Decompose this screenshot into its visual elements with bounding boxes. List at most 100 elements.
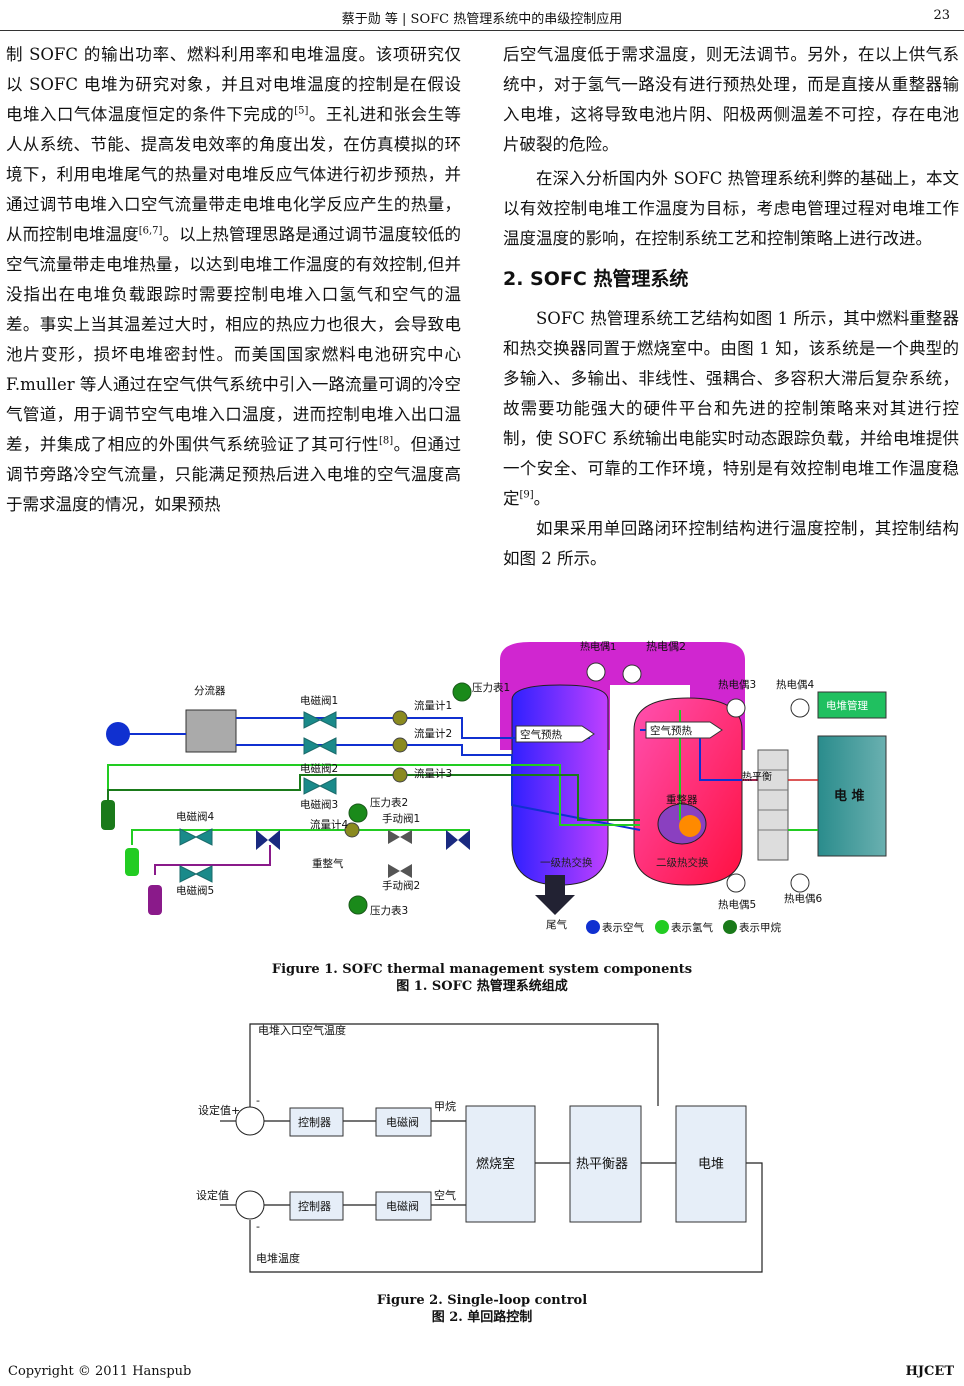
label-tc4: 热电偶4 (776, 678, 814, 691)
label-splitter: 分流器 (194, 684, 226, 697)
label-heat-balance: 热平衡 (742, 770, 772, 783)
label-heat-balancer: 热平衡器 (576, 1157, 628, 1172)
footer-journal: HJCET (905, 1364, 954, 1379)
label-tc5: 热电偶5 (718, 898, 756, 911)
fig2-lines (220, 1023, 763, 1273)
label-tc6: 热电偶6 (784, 892, 822, 905)
footer-copyright: Copyright © 2011 Hanspub (8, 1364, 192, 1379)
label-controller2: 控制器 (298, 1199, 331, 1213)
label-legend-h2: 表示氢气 (671, 921, 713, 934)
text: 制 SOFC 的输出功率、燃料利用率和电堆温度。该项研究仅以 SOFC 电堆为研… (6, 45, 461, 124)
label-stack-mgmt: 电堆管理 (826, 699, 868, 712)
running-title: 蔡于勋 等 | SOFC 热管理系统中的串级控制应用 (341, 12, 623, 27)
header-rule (0, 30, 964, 31)
figure2-caption-en: Figure 2. Single-loop control (376, 1293, 588, 1308)
label-hx2: 二级热交换 (656, 856, 709, 869)
label-exhaust: 尾气 (546, 918, 567, 931)
stack-management-box (817, 691, 887, 719)
preheat-boxes (515, 721, 723, 743)
label-controller1: 控制器 (298, 1115, 331, 1129)
citation: [5] (294, 105, 309, 117)
label-tc1: 热电偶1 (580, 640, 616, 653)
label-combustor: 燃烧室 (476, 1156, 515, 1172)
stack-box (817, 735, 887, 857)
label-flow3: 流量计3 (414, 767, 452, 780)
label-reform-gas: 重整气 (312, 857, 344, 870)
text: 。以上热管理思路是通过调节温度较低的空气流量带走电堆热量，以达到电堆工作温度的有… (6, 225, 462, 454)
paragraph: 后空气温度低于需求温度，则无法调节。另外，在以上供气系统中，对于氢气一路没有进行… (503, 45, 959, 154)
legend-h2-dot (655, 920, 669, 934)
label-flow2: 流量计2 (414, 727, 452, 740)
figure2-diagram: 电堆入口空气温度 电堆温度 设定值+ 设定值 - - 控制器 电磁阀 控制器 电… (196, 1023, 763, 1273)
purple-pipe (154, 845, 271, 875)
label-tc2: 热电偶2 (646, 640, 686, 653)
exhaust-arrow (535, 875, 575, 915)
label-tc3: 热电偶3 (718, 678, 756, 691)
hx2-vessel (633, 697, 743, 886)
label-hx1: 一级热交换 (540, 856, 593, 869)
label-manual2: 手动阀2 (382, 879, 420, 892)
citation: [6,7] (138, 225, 163, 237)
figure1-caption-cn: 图 1. SOFC 热管理系统组成 (396, 979, 568, 994)
label-press3: 压力表3 (370, 904, 408, 917)
air-blower-icon (106, 722, 130, 746)
paragraph: 制 SOFC 的输出功率、燃料利用率和电堆温度。该项研究仅以 SOFC 电堆为研… (6, 40, 461, 520)
label-press2: 压力表2 (370, 796, 408, 809)
label-valve2: 电磁阀2 (300, 762, 338, 775)
legend-ch4-dot (723, 920, 737, 934)
burner-flame (679, 815, 701, 837)
label-setpoint2: 设定值 (196, 1188, 229, 1202)
label-valve3: 电磁阀3 (300, 798, 338, 811)
figure2-caption-cn: 图 2. 单回路控制 (431, 1310, 533, 1325)
label-air-preheat-b: 空气预热 (650, 724, 692, 737)
citation: [8] (379, 435, 394, 447)
legend-air-dot (586, 920, 600, 934)
label-valve1: 电磁阀 (386, 1115, 419, 1129)
hydrogen-cylinder-icon (125, 848, 139, 876)
label-valve5: 电磁阀5 (176, 884, 214, 897)
label-valve4: 电磁阀4 (176, 810, 214, 823)
valve-icons (179, 711, 337, 883)
text: 。 (533, 489, 551, 508)
label-legend-air: 表示空气 (602, 921, 644, 934)
right-column: 后空气温度低于需求温度，则无法调节。另外，在以上供气系统中，对于氢气一路没有进行… (503, 40, 959, 574)
text: 。王礼进和张会生等人从系统、节能、提高发电效率的角度出发，在仿真模拟的环境下，利… (6, 105, 462, 244)
label-legend-ch4: 表示甲烷 (739, 921, 781, 934)
label-press1: 压力表1 (472, 681, 510, 694)
label-flow4: 流量计4 (310, 818, 348, 831)
purple-cylinder-icon (148, 885, 162, 915)
paragraph: 在深入分析国内外 SOFC 热管理系统利弊的基础上，本文以有效控制电堆工作温度为… (503, 169, 959, 248)
label-valve1: 电磁阀1 (300, 694, 338, 707)
label-minus-bottom: - (256, 1220, 260, 1233)
left-column: 制 SOFC 的输出功率、燃料利用率和电堆温度。该项研究仅以 SOFC 电堆为研… (6, 40, 461, 520)
sum-junction-top (235, 1106, 265, 1136)
label-reformer: 重整器 (666, 793, 698, 806)
paragraph: 如果采用单回路闭环控制结构进行温度控制，其控制结构如图 2 所示。 (503, 519, 959, 568)
paragraph: SOFC 热管理系统工艺结构如图 1 所示，其中燃料重整器和热交换器同置于燃烧室… (503, 304, 959, 514)
label-stack: 电堆 (698, 1157, 724, 1172)
heat-balance-lines (758, 769, 788, 831)
label-manual1: 手动阀1 (382, 812, 420, 825)
methane-cylinder-icon (101, 800, 115, 830)
section-heading: 2. SOFC 热管理系统 (503, 268, 689, 290)
label-air: 空气 (434, 1188, 456, 1202)
methane-pipes (107, 774, 640, 821)
text: SOFC 热管理系统工艺结构如图 1 所示，其中燃料重整器和热交换器同置于燃烧室… (503, 309, 959, 508)
heat-balance-box (757, 749, 789, 861)
citation: [9] (519, 489, 534, 501)
label-minus-top: - (256, 1094, 260, 1107)
label-flow1: 流量计1 (414, 699, 452, 712)
text: 。但通过调节旁路冷空气流量，只能满足预热后进入电堆的空气温度高于需求温度的情况，… (6, 435, 462, 514)
flow-meter-icons (344, 710, 408, 838)
pressure-gauge-icons (348, 682, 472, 915)
label-air-preheat-a: 空气预热 (520, 728, 562, 741)
fig2-blocks (289, 1105, 747, 1223)
manual-valve-icons (388, 830, 412, 878)
splitter-box (185, 709, 237, 753)
thermocouple-icons (586, 662, 810, 893)
label-valve2: 电磁阀 (386, 1199, 419, 1213)
label-setpoint1: 设定值+ (198, 1103, 240, 1117)
figure1-diagram: 分流器 电磁阀1 电磁阀2 电磁阀3 电磁阀4 电磁阀5 流量计1 流量计2 流… (101, 640, 887, 934)
page-header: 蔡于勋 等 | SOFC 热管理系统中的串级控制应用 23 (0, 6, 964, 32)
pump-icons (256, 830, 470, 850)
